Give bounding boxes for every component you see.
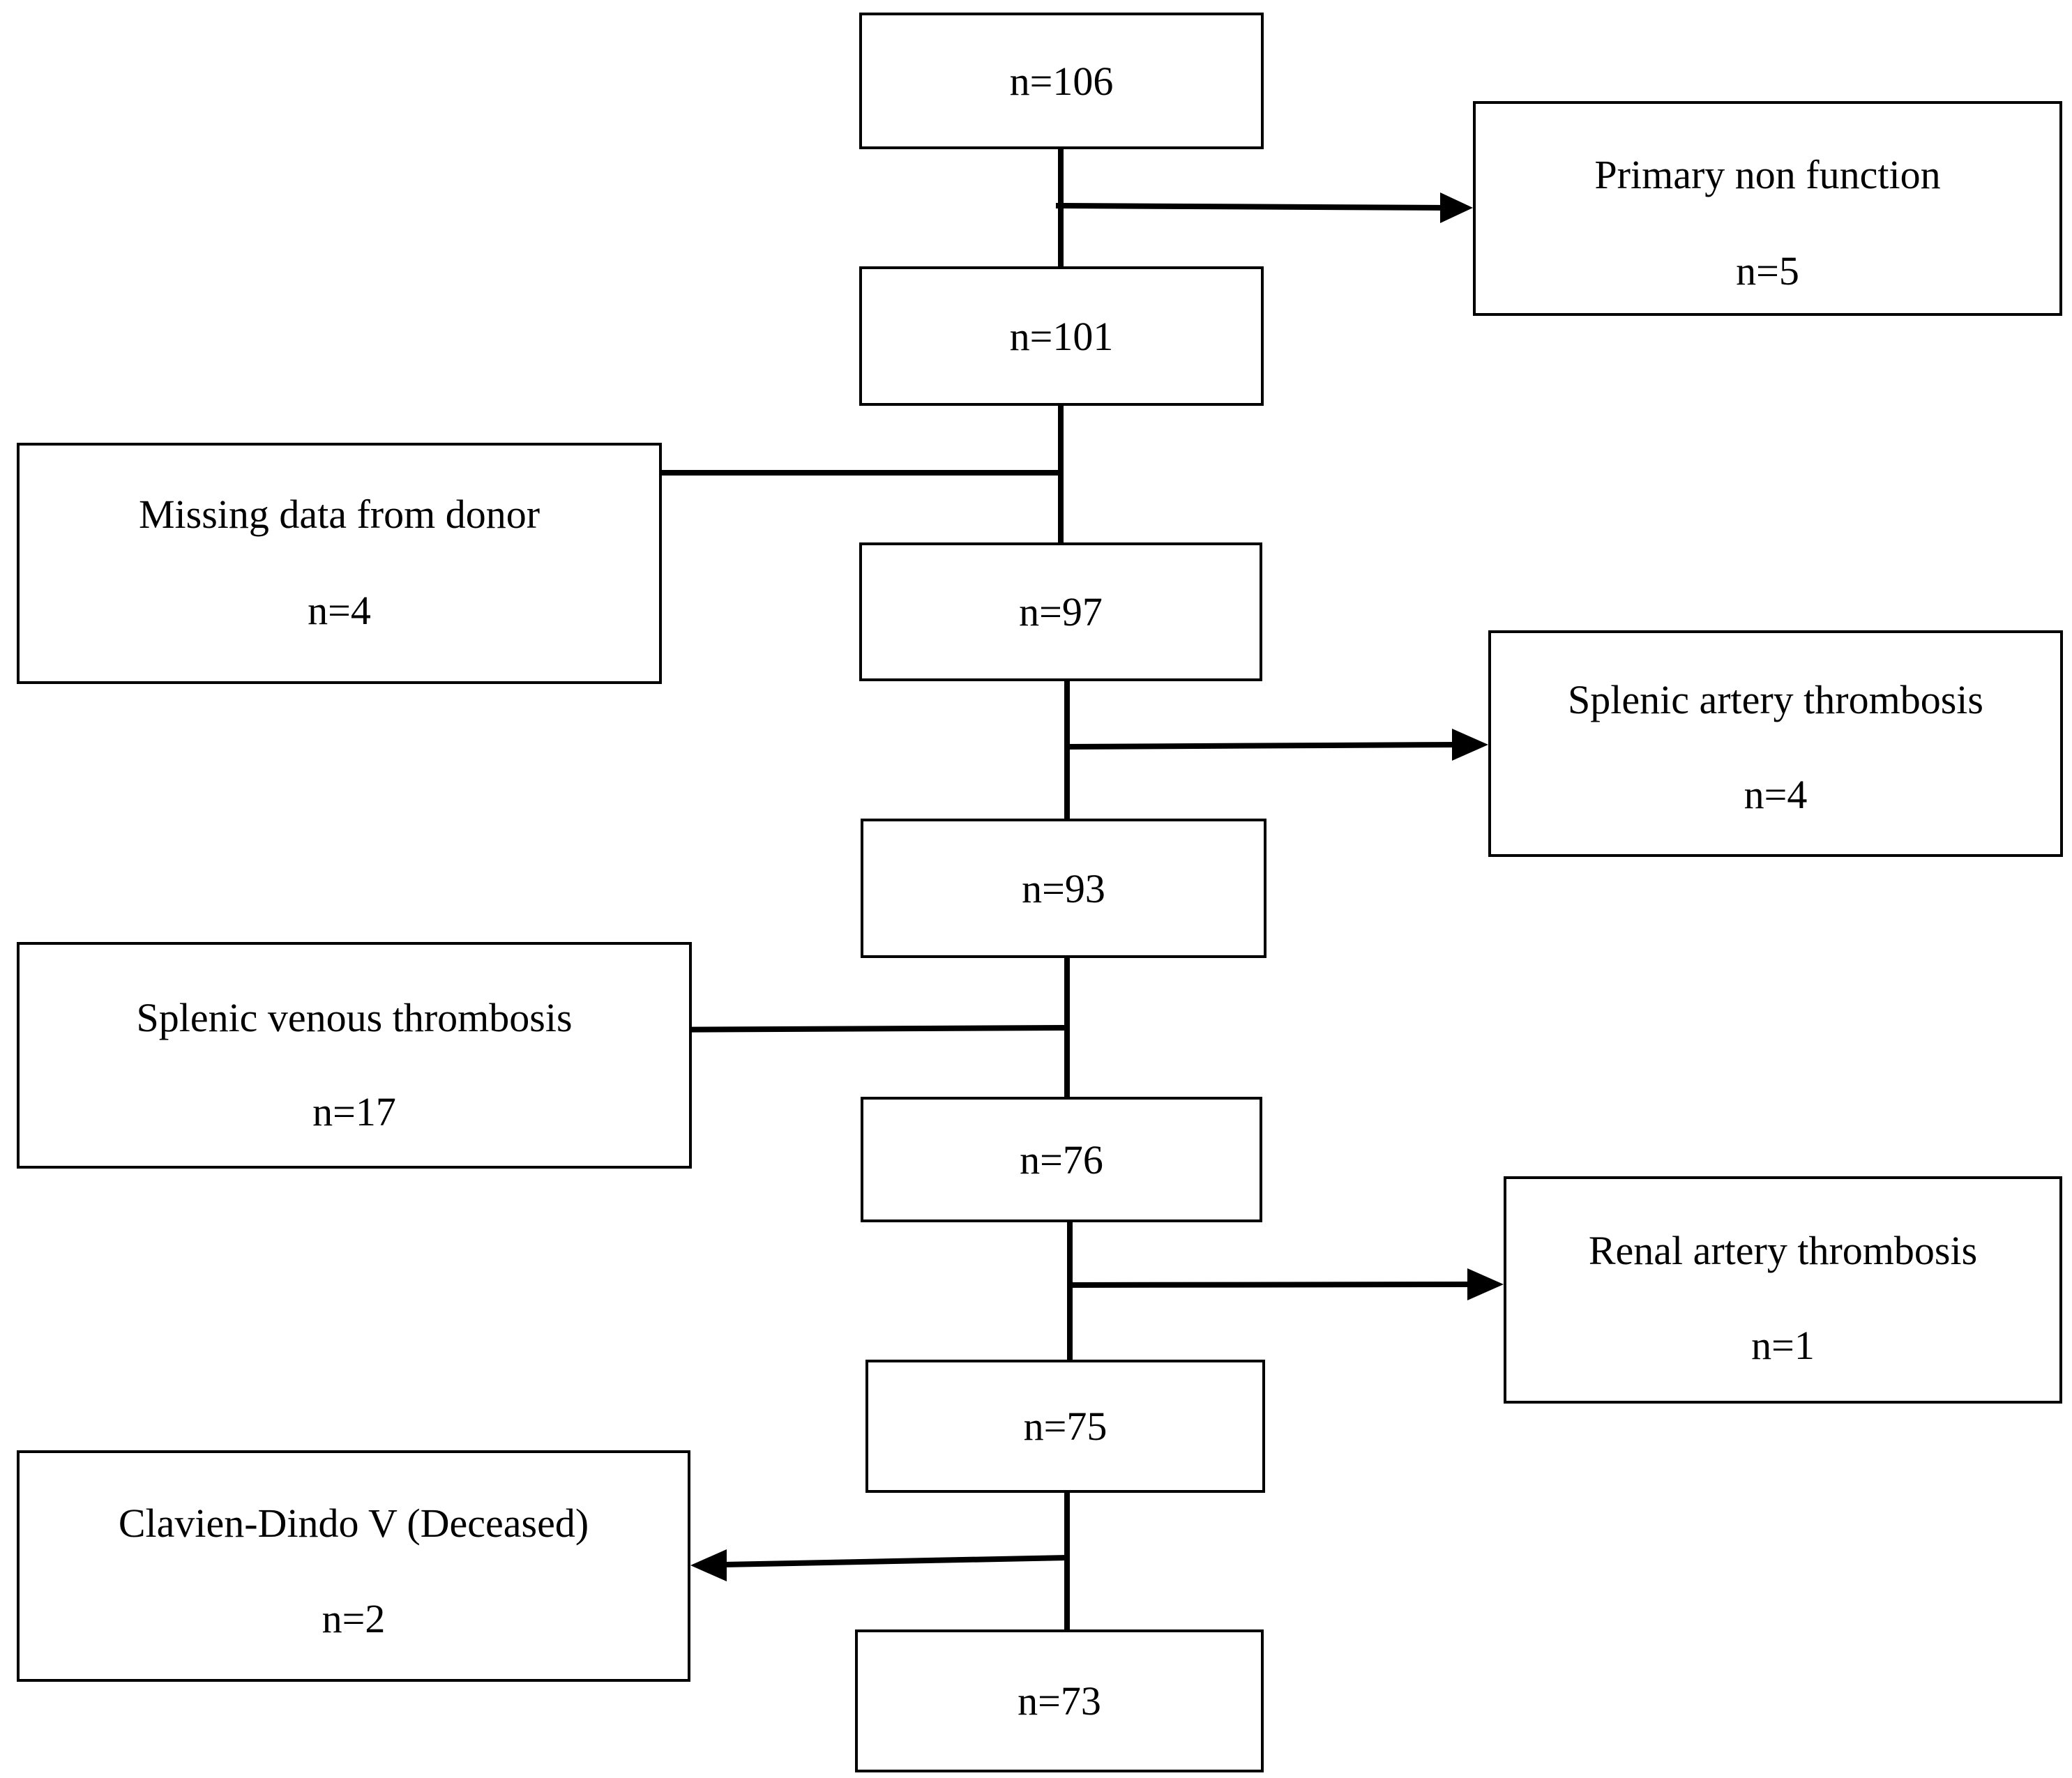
count-box-7: n=73 (855, 1629, 1264, 1772)
count-text: n=106 (1009, 58, 1114, 104)
arrow-renal-artery (1069, 1268, 1504, 1300)
exclusion-count: n=2 (322, 1596, 386, 1641)
exclusion-box-missing-data: Missing data from donor n=4 (17, 443, 662, 684)
arrow-missing-data (607, 457, 1061, 489)
exclusion-label: Clavien-Dindo V (Deceased) (118, 1500, 589, 1546)
exclusion-count: n=4 (1744, 772, 1808, 817)
arrow-clavien-dindo (690, 1549, 1068, 1581)
count-box-3: n=97 (859, 542, 1262, 681)
exclusion-box-clavien-dindo: Clavien-Dindo V (Deceased) n=2 (17, 1450, 690, 1682)
exclusion-count: n=1 (1751, 1323, 1815, 1368)
exclusion-label: Splenic artery thrombosis (1567, 677, 1983, 722)
count-text: n=93 (1022, 865, 1105, 911)
count-text: n=76 (1020, 1137, 1103, 1183)
exclusion-box-renal-artery: Renal artery thrombosis n=1 (1504, 1176, 2062, 1404)
exclusion-count: n=5 (1736, 248, 1799, 294)
count-text: n=73 (1018, 1678, 1101, 1724)
exclusion-box-splenic-venous: Splenic venous thrombosis n=17 (17, 942, 692, 1169)
count-box-4: n=93 (861, 819, 1266, 958)
exclusion-label: Splenic venous thrombosis (136, 995, 573, 1040)
exclusion-box-primary-non-function: Primary non function n=5 (1473, 101, 2062, 316)
count-text: n=97 (1019, 589, 1103, 635)
arrow-primary-non-function (1055, 192, 1473, 223)
exclusion-count: n=4 (308, 588, 371, 633)
count-box-5: n=76 (861, 1097, 1262, 1222)
exclusion-label: Renal artery thrombosis (1588, 1228, 1978, 1273)
count-text: n=75 (1023, 1404, 1107, 1449)
exclusion-box-splenic-artery: Splenic artery thrombosis n=4 (1488, 630, 2063, 857)
arrow-splenic-artery (1066, 729, 1488, 761)
exclusion-count: n=17 (312, 1089, 396, 1134)
count-box-2: n=101 (859, 266, 1264, 406)
count-box-1: n=106 (859, 13, 1264, 149)
exclusion-label: Missing data from donor (138, 492, 540, 537)
exclusion-label: Primary non function (1594, 152, 1941, 197)
count-text: n=101 (1009, 313, 1114, 359)
count-box-6: n=75 (865, 1360, 1265, 1493)
